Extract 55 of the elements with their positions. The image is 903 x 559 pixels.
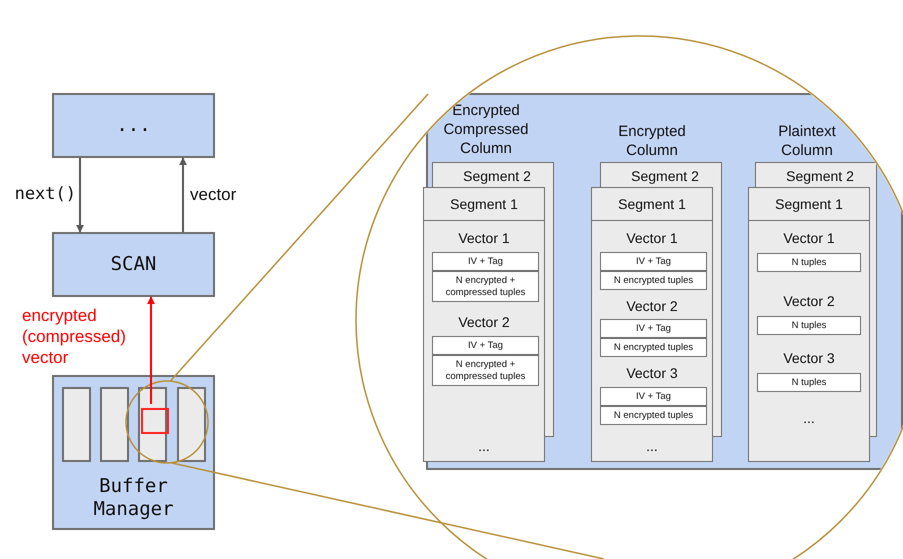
vector-label: Vector 2 <box>782 292 836 311</box>
box-label: ... <box>116 114 151 138</box>
vector-label: Vector 2 <box>625 297 679 316</box>
vector-field: N encrypted tuples <box>600 271 707 290</box>
arrow <box>147 296 155 404</box>
operator-box <box>52 232 215 297</box>
buffer-page-bar <box>138 387 167 462</box>
edge-label: encrypted (compressed) vector <box>22 305 127 368</box>
vector-field: N tuples <box>757 253 861 272</box>
highlighted-vector-box <box>141 408 169 434</box>
segment-card <box>423 187 545 462</box>
edge-label: next() <box>14 184 76 205</box>
column-heading: Plaintext Column <box>777 122 837 160</box>
segment-card: Segment 2 <box>755 162 877 188</box>
vector-label: ... <box>645 437 659 456</box>
vector-field: IV + Tag <box>432 336 539 355</box>
vector-label: Vector 3 <box>625 364 679 383</box>
segment-card <box>591 187 713 462</box>
buffer-page-bar <box>62 387 91 462</box>
vector-field: IV + Tag <box>600 387 707 406</box>
vector-label: ... <box>802 409 816 428</box>
vector-label: Vector 2 <box>457 313 511 332</box>
buffer-page-bar <box>177 387 206 462</box>
vector-label: Vector 1 <box>782 229 836 248</box>
arrow <box>179 157 187 232</box>
vector-label: Vector 1 <box>625 229 679 248</box>
vector-field: N tuples <box>757 373 861 392</box>
column-heading: Encrypted Compressed Column <box>442 101 530 158</box>
vector-label: ... <box>477 437 491 456</box>
box-label: SCAN <box>110 252 156 276</box>
vector-label: Vector 1 <box>457 229 511 248</box>
box-label: Buffer Manager <box>92 474 175 522</box>
vector-field: N encrypted tuples <box>600 338 707 357</box>
vector-field: N encrypted + compressed tuples <box>432 355 539 386</box>
zoom-guide-line <box>169 94 429 382</box>
column-heading: Encrypted Column <box>617 122 687 160</box>
zoomed-panel <box>426 93 903 470</box>
edge-label: vector <box>190 184 238 205</box>
vector-field: N encrypted tuples <box>600 406 707 425</box>
segment-title: Segment 1 <box>592 188 712 221</box>
vector-field: IV + Tag <box>432 252 539 271</box>
operator-box <box>52 93 215 158</box>
vector-field: N encrypted + compressed tuples <box>432 271 539 302</box>
vector-label: Vector 3 <box>782 349 836 368</box>
arrow <box>76 158 84 233</box>
vector-field: IV + Tag <box>600 319 707 338</box>
segment-title: Segment 1 <box>749 188 869 221</box>
segment-card <box>748 187 870 462</box>
buffer-manager-box <box>52 375 215 530</box>
vector-field: N tuples <box>757 316 861 335</box>
segment-card: Segment 2 <box>432 162 554 188</box>
segment-card: Segment 2 <box>600 162 722 188</box>
segment-title: Segment 1 <box>424 188 544 221</box>
vector-field: IV + Tag <box>600 252 707 271</box>
buffer-page-bar <box>100 387 129 462</box>
